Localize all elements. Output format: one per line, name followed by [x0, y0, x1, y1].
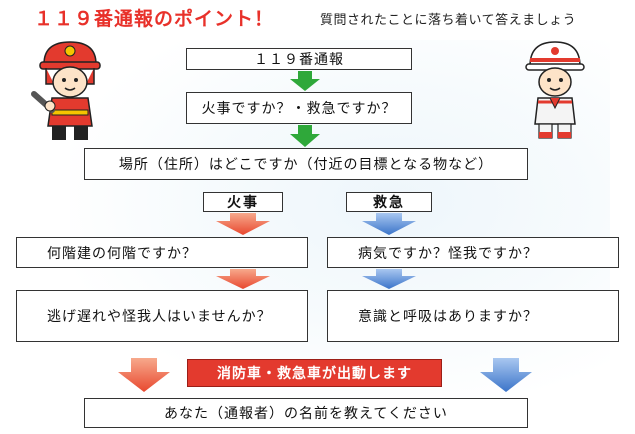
consciousness-breathing-question-box: 意識と呼吸はありますか？ [327, 290, 619, 342]
fire-floor-question-box: 何階建の何階ですか？ [16, 237, 308, 268]
firefighter-icon [31, 41, 101, 140]
page-title: １１９番通報のポイント！ [34, 8, 275, 30]
trapped-injured-question-box: 逃げ遅れや怪我人はいませんか？ [16, 290, 308, 342]
location-box: 場所（住所）はどこですか（付近の目標となる物など） [84, 148, 528, 180]
dispatch-banner: 消防車・救急車が出動します [187, 359, 442, 387]
down-arrow-green-1 [290, 71, 320, 91]
fire-branch-label: 火事 [203, 192, 283, 212]
call-119-box: １１９番通報 [186, 48, 412, 70]
side-arrow-red [118, 358, 170, 392]
illness-injury-question-box: 病気ですか？怪我ですか？ [327, 237, 619, 268]
caller-name-box: あなた（通報者）の名前を教えてください [84, 398, 528, 428]
page-subtitle: 質問されたことに落ち着いて答えましょう [320, 13, 577, 28]
down-arrow-red-2 [216, 269, 270, 289]
fire-or-ambulance-box: 火事ですか？・救急ですか？ [186, 92, 412, 124]
ambulance-branch-label: 救急 [346, 192, 432, 212]
side-arrow-blue [480, 358, 532, 392]
down-arrow-red-1 [216, 213, 270, 235]
rescue-worker-icon [525, 41, 585, 139]
down-arrow-blue-1 [362, 213, 416, 235]
down-arrow-blue-2 [362, 269, 416, 289]
down-arrow-green-2 [290, 125, 320, 147]
